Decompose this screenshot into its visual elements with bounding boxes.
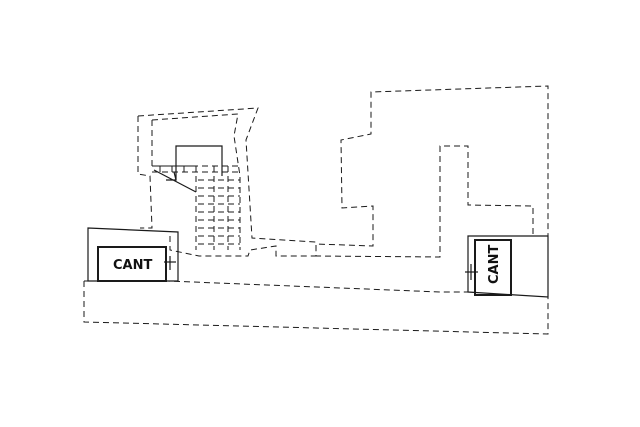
stair-left-wall-inner (151, 120, 197, 250)
cellar-room-left: CANT (87, 227, 179, 282)
cellar-label-right: CANT (487, 245, 502, 284)
cellar-label-left: CANT (113, 258, 152, 273)
outer-perimeter (83, 85, 549, 335)
stair-direction-arrow (153, 169, 197, 193)
stair-landing-solid (175, 145, 223, 180)
stair-treads (152, 165, 240, 250)
stair-left-wall (137, 116, 153, 229)
stair-enclosure-inner (151, 113, 241, 250)
lower-wall-dashed (84, 280, 468, 293)
cellar-room-right: CANT (465, 235, 549, 298)
stair-enclosure-outer (137, 107, 317, 257)
